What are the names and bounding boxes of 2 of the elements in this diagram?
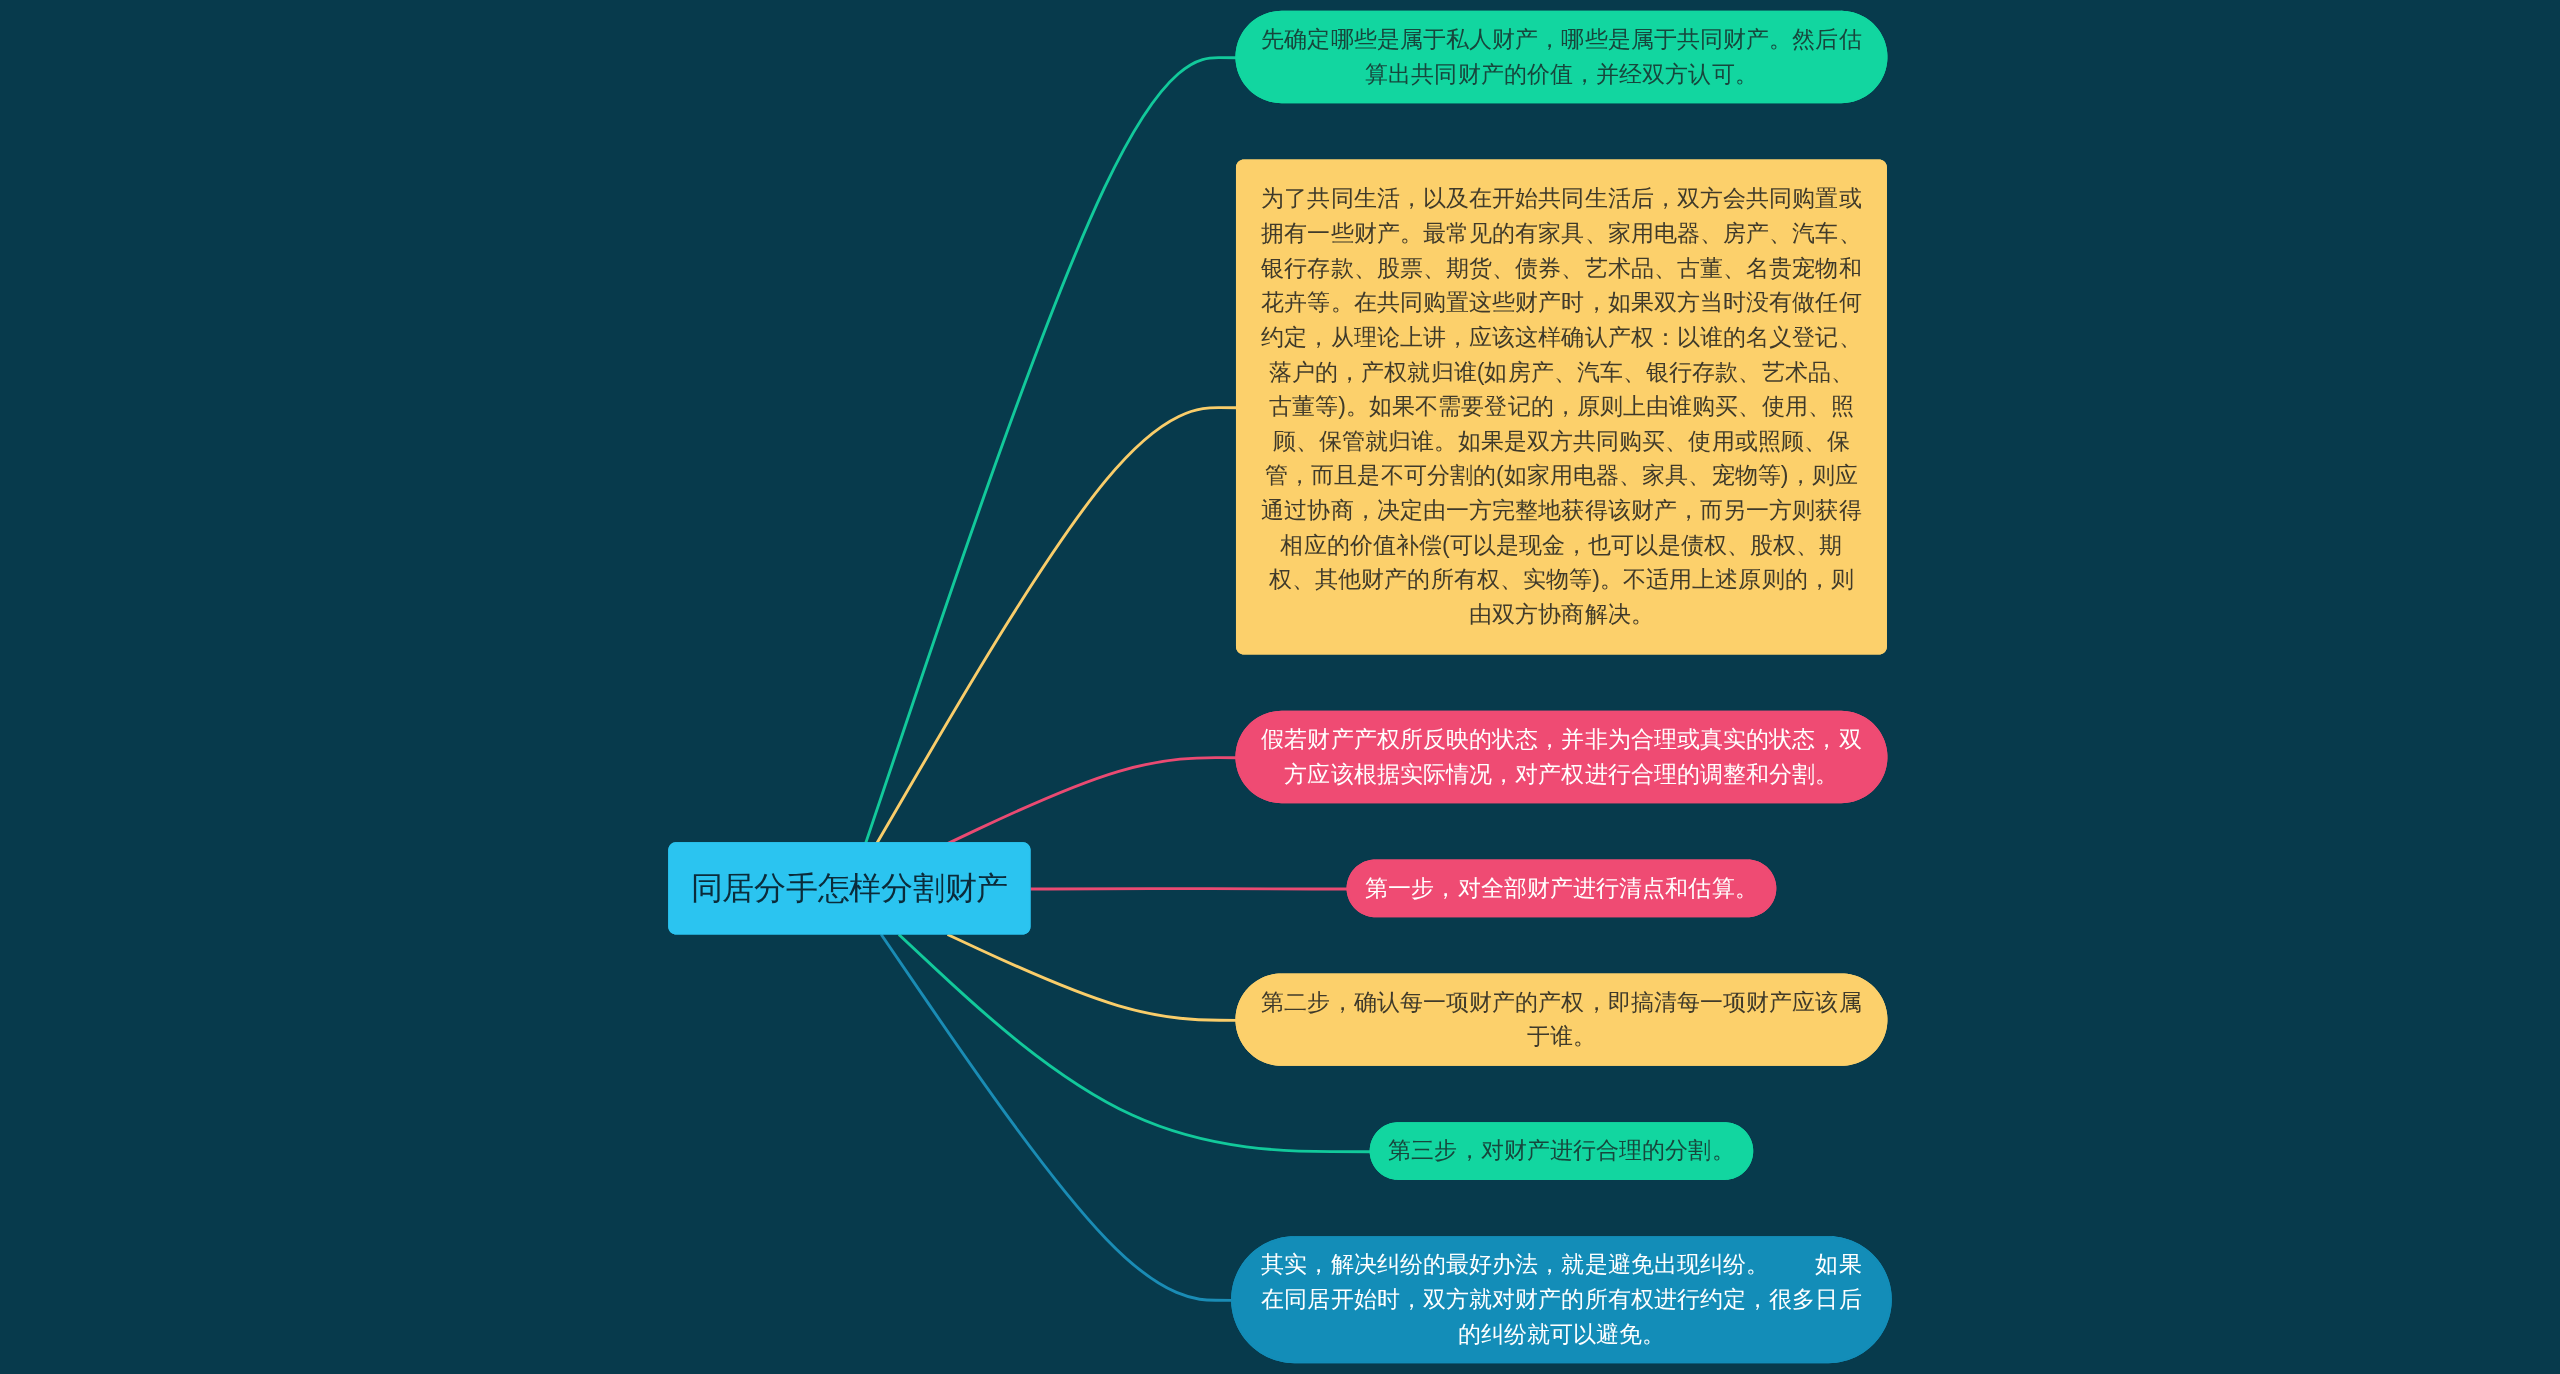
connector bbox=[880, 933, 1233, 1302]
connector bbox=[946, 933, 1237, 1022]
